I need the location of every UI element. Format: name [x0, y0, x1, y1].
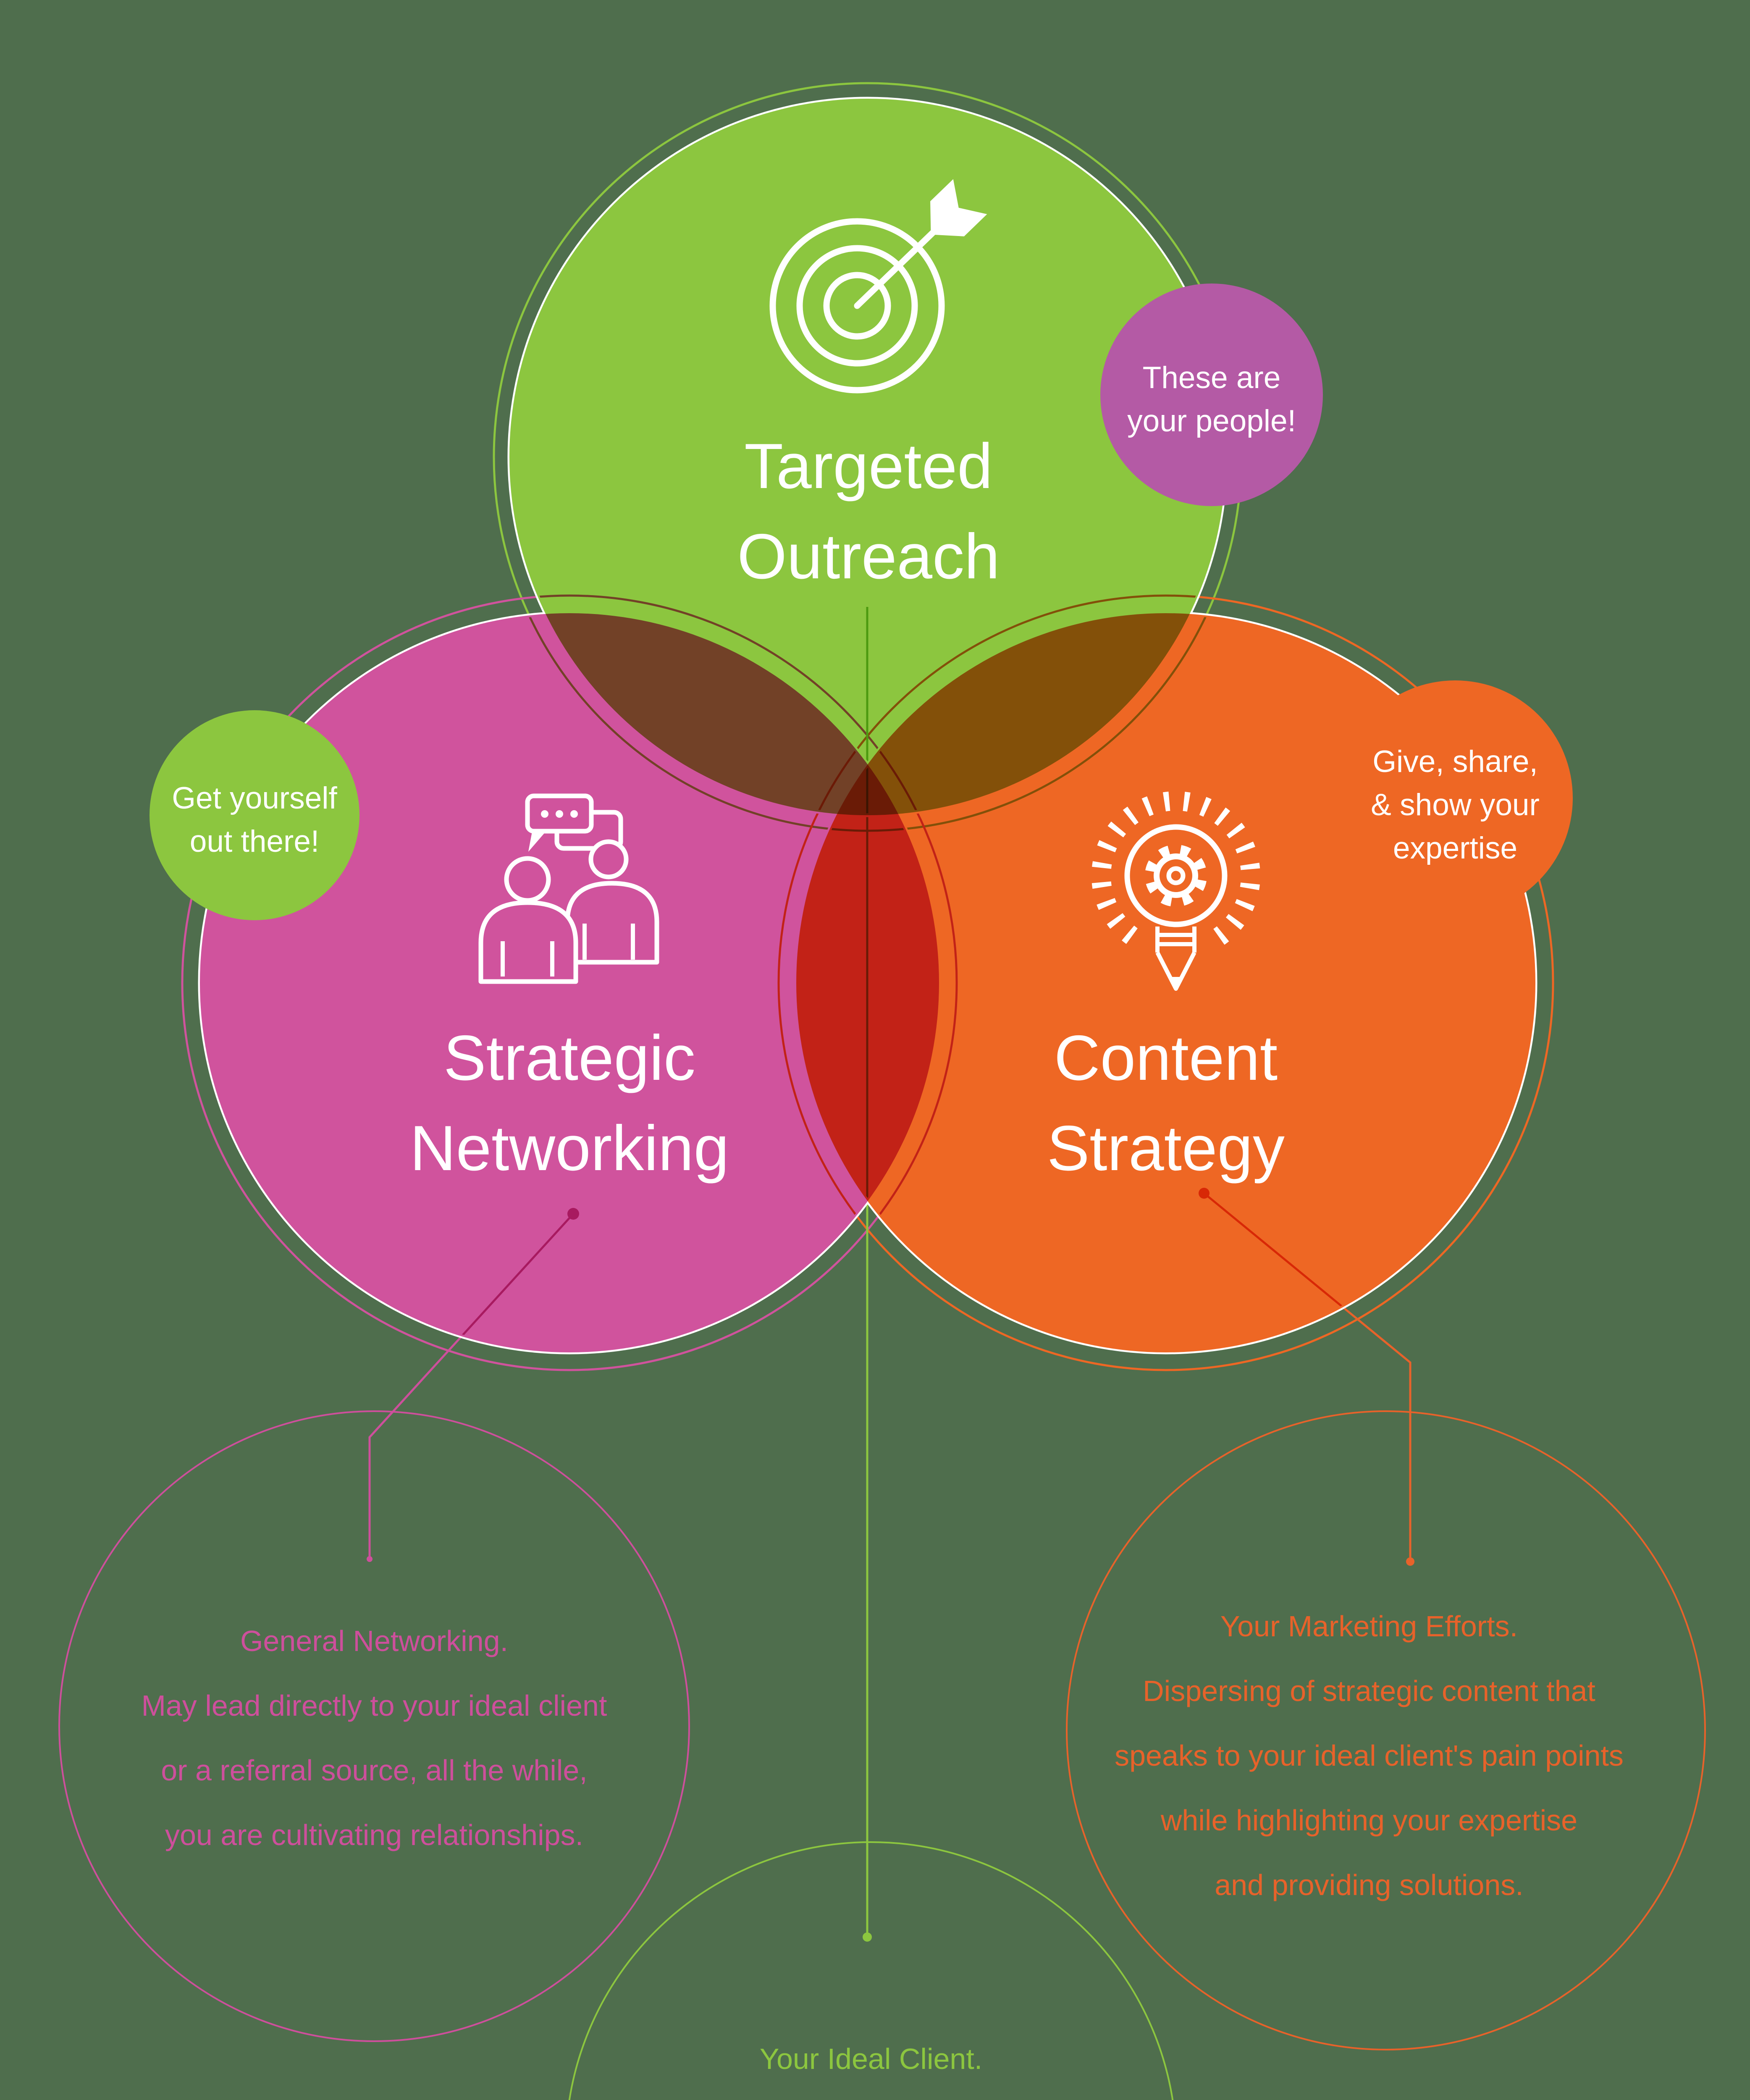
bulb-rays — [1091, 791, 1260, 960]
person-back-head — [588, 839, 629, 879]
bubble-dot-1 — [541, 810, 548, 818]
callout-give-share-expertise-text: Give, share, & show your expertise — [1371, 745, 1540, 865]
strategic-networking-title: Strategic Networking — [409, 1022, 729, 1184]
bubble-dot-3 — [570, 810, 578, 818]
gear-body — [1154, 853, 1198, 898]
gear-teeth — [1145, 845, 1207, 907]
content-connector-end-dot — [1406, 1557, 1414, 1566]
target-outer-ring — [769, 218, 945, 394]
callout-get-yourself-out-there — [150, 710, 359, 920]
target-middle-ring — [796, 245, 918, 367]
people-chat-icon — [478, 793, 659, 984]
note-networking-text: General Networking. May lead directly to… — [141, 1625, 607, 1851]
target-icon — [769, 179, 987, 394]
callout-give-share-expertise — [1338, 680, 1573, 916]
target-inner-ring — [823, 272, 891, 340]
bulb-glass — [1124, 824, 1228, 927]
note-circle-ideal-client — [569, 1841, 1173, 2100]
note-circle-networking — [58, 1410, 690, 2042]
arrow-shaft — [854, 229, 937, 309]
center-connector-end-dot — [863, 1932, 872, 1942]
networking-connector-end-dot — [367, 1556, 373, 1562]
person-back-torso — [565, 881, 659, 965]
person-front-torso — [478, 900, 578, 984]
bulb-rays-mask — [1118, 876, 1234, 988]
callout-these-are-your-people — [1100, 284, 1323, 506]
content-strategy-title: Content Strategy — [1047, 1022, 1285, 1184]
person-front-head — [504, 856, 551, 903]
pencil-tip — [1170, 977, 1182, 989]
note-marketing-text: Your Marketing Efforts. Dispersing of st… — [1115, 1610, 1624, 1901]
callout-get-yourself-out-there-text: Get yourself out there! — [172, 781, 337, 858]
targeted-outreach-title: Targeted Outreach — [737, 430, 1000, 592]
note-circle-marketing — [1066, 1410, 1706, 2050]
note-ideal-client-text: Your Ideal Client. The company or indivi… — [759, 2042, 983, 2075]
gear-hole — [1166, 866, 1186, 885]
speech-bubble-tail — [528, 830, 547, 852]
lightbulb-pencil-icon — [1091, 791, 1260, 991]
bubble-dot-2 — [556, 810, 563, 818]
callout-these-are-your-people-text: These are your people! — [1127, 361, 1296, 438]
